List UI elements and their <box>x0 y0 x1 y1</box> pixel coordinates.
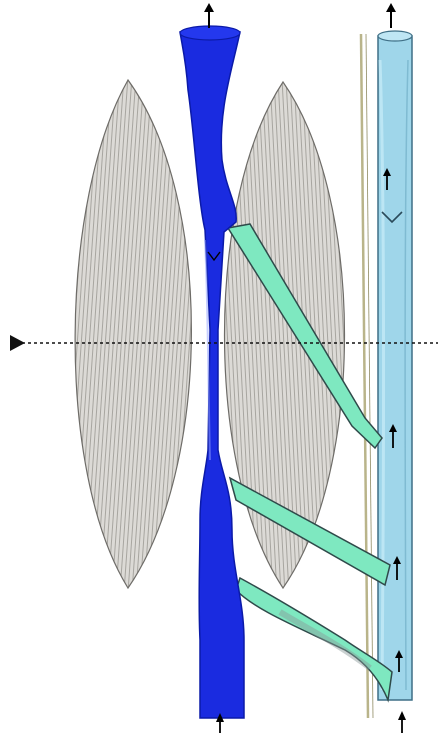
superficial-vein <box>378 31 412 700</box>
muscle-left <box>75 80 191 588</box>
arrow-up-icon <box>398 711 406 733</box>
arrow-up-icon <box>386 3 396 28</box>
triangle-right-icon <box>10 335 25 351</box>
arrow-up-icon <box>204 3 214 28</box>
